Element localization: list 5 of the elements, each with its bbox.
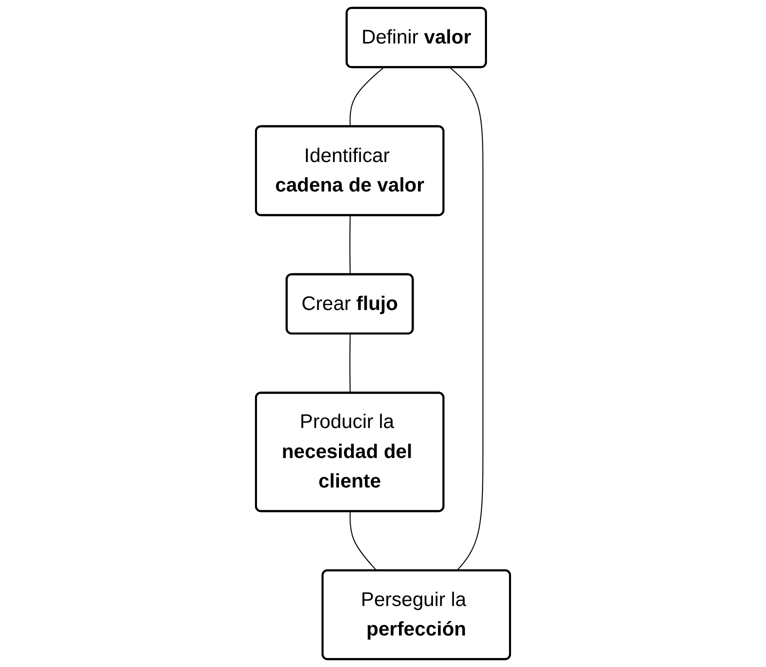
connector <box>350 67 384 128</box>
connector <box>350 511 378 572</box>
connector <box>450 67 484 572</box>
connector <box>349 215 351 276</box>
connector <box>349 334 351 394</box>
